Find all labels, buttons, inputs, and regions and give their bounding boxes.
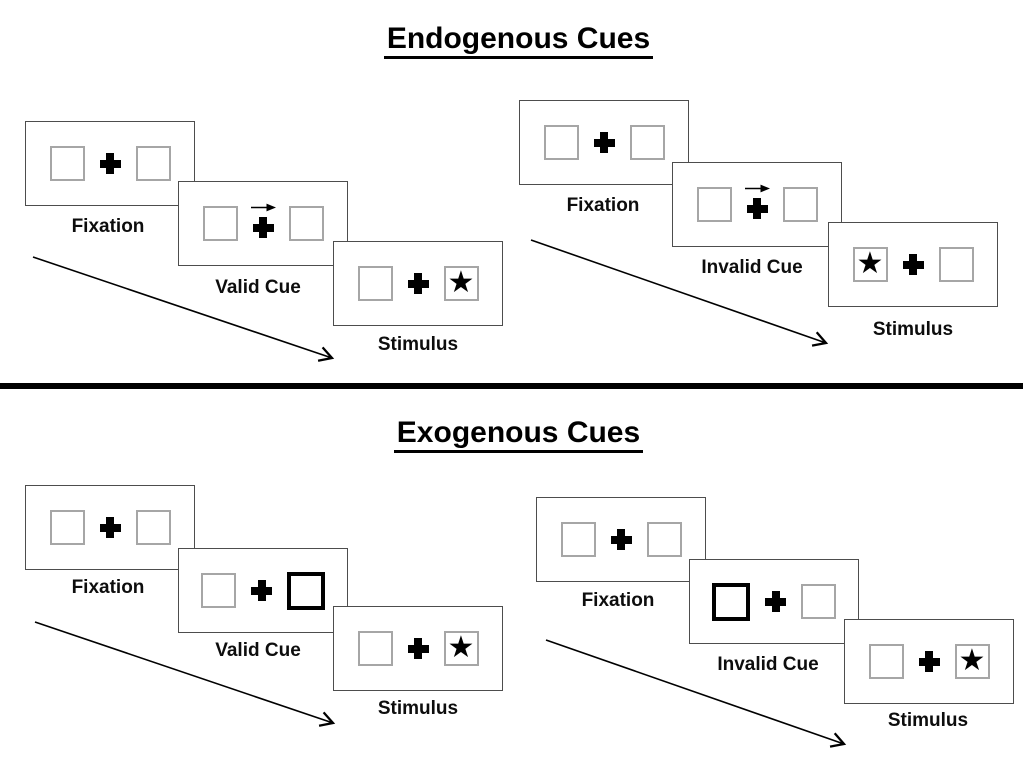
left-box xyxy=(560,522,596,557)
panel-label: Valid Cue xyxy=(215,640,301,661)
target-star-icon: ★ xyxy=(447,264,475,300)
panel-label: Fixation xyxy=(71,216,145,237)
panel-label: Invalid Cue xyxy=(701,257,803,278)
exo-invalid-fixation-panel xyxy=(536,497,706,582)
right-box xyxy=(288,206,324,241)
panel-label: Fixation xyxy=(566,195,640,216)
left-box xyxy=(696,187,732,222)
left-box xyxy=(357,266,393,301)
panel-label: Fixation xyxy=(71,577,145,598)
cued-right-box xyxy=(287,571,325,610)
exo-valid-stimulus-panel: ★ xyxy=(333,606,503,691)
fixation-cross-icon xyxy=(407,638,429,659)
exo-invalid-stimulus-panel: ★ xyxy=(844,619,1014,704)
right-box xyxy=(646,522,682,557)
endo-invalid-cue-panel xyxy=(672,162,842,247)
left-box-with-target: ★ xyxy=(852,245,888,282)
target-star-icon: ★ xyxy=(856,245,884,281)
right-box xyxy=(938,247,974,282)
fixation-cross-icon xyxy=(252,217,274,238)
panel-label: Stimulus xyxy=(872,319,954,340)
endogenous-section-title: Endogenous Cues xyxy=(7,22,1023,59)
fixation-cross-icon xyxy=(902,254,924,275)
right-box-with-target: ★ xyxy=(443,264,479,301)
panel-label: Fixation xyxy=(581,590,655,611)
fixation-cross-icon xyxy=(251,580,272,601)
right-box xyxy=(135,510,171,545)
fixation-cross-icon xyxy=(99,153,121,174)
exo-valid-cue-panel xyxy=(178,548,348,633)
timeline-arrow xyxy=(530,239,829,347)
timeline-arrow xyxy=(545,639,847,748)
fixation-cross-icon xyxy=(99,517,121,538)
fixation-cross-icon xyxy=(407,273,429,294)
target-star-icon: ★ xyxy=(447,629,475,665)
right-box xyxy=(629,125,665,160)
exogenous-section-title: Exogenous Cues xyxy=(7,416,1023,453)
endo-valid-cue-panel xyxy=(178,181,348,266)
left-box xyxy=(357,631,393,666)
timeline-arrow xyxy=(34,621,336,727)
fixation-cross-icon xyxy=(765,591,786,612)
exo-invalid-cue-panel xyxy=(689,559,859,644)
fixation-cross-icon xyxy=(593,132,615,153)
right-box xyxy=(782,187,818,222)
panel-label: Valid Cue xyxy=(215,277,301,298)
left-box xyxy=(202,206,238,241)
fixation-cross-icon xyxy=(746,198,768,219)
exo-valid-fixation-panel xyxy=(25,485,195,570)
left-box xyxy=(201,573,236,608)
right-box-with-target: ★ xyxy=(954,642,990,679)
cue-arrow-icon xyxy=(744,184,770,193)
timeline-arrow xyxy=(32,256,335,362)
endo-invalid-fixation-panel xyxy=(519,100,689,185)
left-box xyxy=(543,125,579,160)
cued-left-box xyxy=(712,582,750,621)
left-box xyxy=(49,146,85,181)
endo-valid-fixation-panel xyxy=(25,121,195,206)
endo-invalid-stimulus-panel: ★ xyxy=(828,222,998,307)
fixation-cross-icon xyxy=(918,651,940,672)
right-box xyxy=(801,584,836,619)
right-box xyxy=(135,146,171,181)
left-box xyxy=(868,644,904,679)
panel-label: Stimulus xyxy=(887,710,969,731)
cue-arrow-icon xyxy=(250,203,276,212)
exogenous-title-text: Exogenous Cues xyxy=(393,416,644,453)
panel-label: Stimulus xyxy=(377,698,459,719)
left-box xyxy=(49,510,85,545)
endo-valid-stimulus-panel: ★ xyxy=(333,241,503,326)
section-divider xyxy=(0,383,1023,389)
panel-label: Invalid Cue xyxy=(717,654,819,675)
right-box-with-target: ★ xyxy=(443,629,479,666)
panel-label: Stimulus xyxy=(377,334,459,355)
fixation-cross-icon xyxy=(610,529,632,550)
endogenous-title-text: Endogenous Cues xyxy=(383,22,654,59)
target-star-icon: ★ xyxy=(958,642,986,678)
